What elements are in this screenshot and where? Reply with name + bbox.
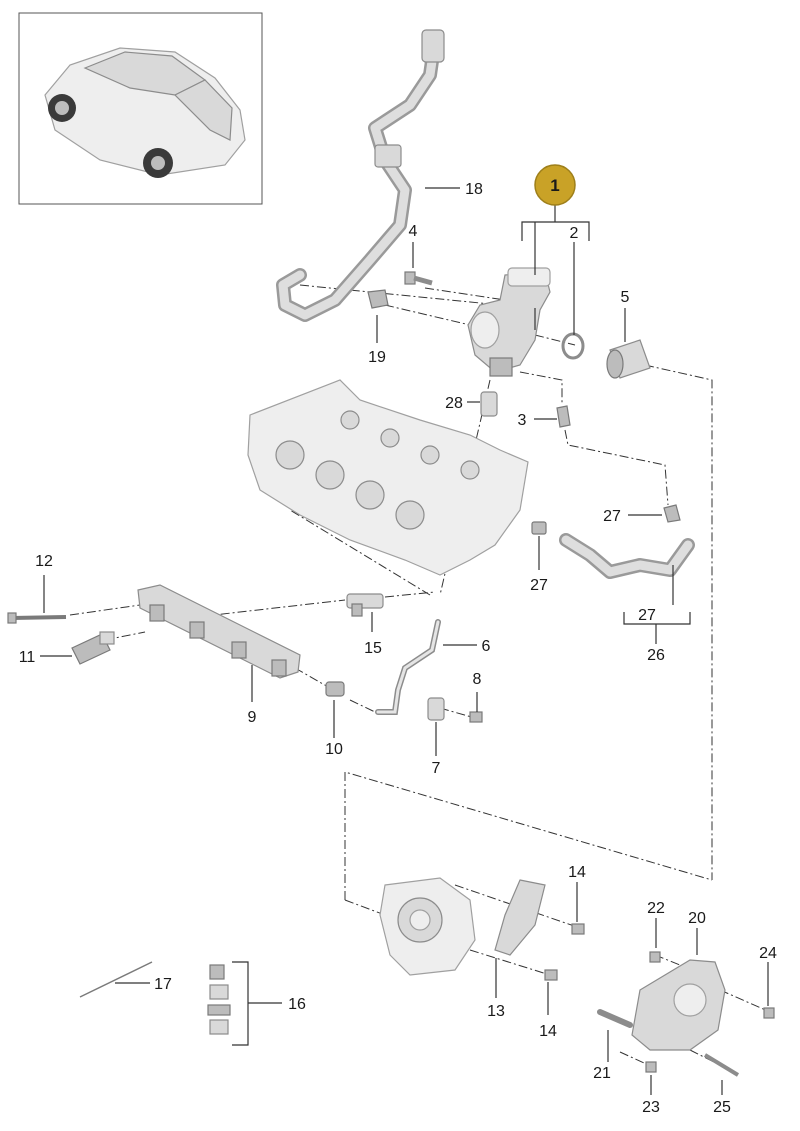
pump-housing xyxy=(379,877,476,976)
cover-20[interactable] xyxy=(631,959,726,1051)
callout-14a: 14 xyxy=(568,864,586,881)
callout-10: 10 xyxy=(325,741,343,758)
leader-lines xyxy=(40,187,769,1095)
pin-21[interactable] xyxy=(597,1009,633,1028)
bracket-7[interactable] xyxy=(427,697,445,721)
pressure-sensor-11[interactable] xyxy=(71,631,115,665)
callout-17: 17 xyxy=(154,976,172,993)
callout-12: 12 xyxy=(35,553,53,570)
sleeve-22[interactable] xyxy=(649,951,661,963)
callout-18: 18 xyxy=(465,181,483,198)
callout-4: 4 xyxy=(409,223,418,240)
sensor-3[interactable] xyxy=(556,405,571,428)
clip-19[interactable] xyxy=(367,289,389,309)
callout-27c: 27 xyxy=(638,607,656,624)
callout-19: 19 xyxy=(368,349,386,366)
callout-15: 15 xyxy=(364,640,382,657)
wire-17[interactable] xyxy=(79,961,153,998)
callout-23: 23 xyxy=(642,1099,660,1116)
connector-10[interactable] xyxy=(325,681,345,697)
bolt-14-top[interactable] xyxy=(571,923,585,935)
high-pressure-pump-1[interactable] xyxy=(467,267,551,377)
parts-set-16[interactable] xyxy=(207,961,249,1046)
callout-8: 8 xyxy=(473,671,482,688)
bolt-23[interactable] xyxy=(645,1061,657,1073)
tappet-5[interactable] xyxy=(606,339,651,379)
fitting-27-right[interactable] xyxy=(663,504,681,523)
bolt-8[interactable] xyxy=(469,711,483,723)
callout-20: 20 xyxy=(688,910,706,927)
callout-21: 21 xyxy=(593,1065,611,1082)
callout-22: 22 xyxy=(647,900,665,917)
bolt-25[interactable] xyxy=(703,1053,740,1077)
callout-11: 11 xyxy=(19,649,36,666)
callout-14b: 14 xyxy=(539,1023,557,1040)
callout-27b: 27 xyxy=(530,577,548,594)
callout-24: 24 xyxy=(759,945,777,962)
fitting-28[interactable] xyxy=(480,391,498,417)
badge-number: 1 xyxy=(550,176,559,195)
callout-25: 25 xyxy=(713,1099,731,1116)
callout-3: 3 xyxy=(518,412,527,429)
callout-28: 28 xyxy=(445,395,463,412)
fitting-27-left[interactable] xyxy=(531,521,547,535)
cylinder-head xyxy=(247,379,529,576)
callout-7: 7 xyxy=(432,760,441,777)
bolt-14-bottom[interactable] xyxy=(544,969,558,981)
vehicle-thumbnail xyxy=(18,12,263,205)
bolt-24[interactable] xyxy=(763,1007,775,1019)
callout-9: 9 xyxy=(248,709,257,726)
o-ring-2[interactable] xyxy=(561,332,585,360)
injector-15[interactable] xyxy=(346,593,384,617)
part-1-badge[interactable]: 1 xyxy=(534,164,576,206)
hose-27[interactable] xyxy=(559,533,695,579)
callout-5: 5 xyxy=(621,289,630,306)
bolt-12[interactable] xyxy=(7,612,67,624)
callout-2: 2 xyxy=(570,225,579,242)
bolt-4[interactable] xyxy=(404,271,433,286)
callout-27a: 27 xyxy=(603,508,621,525)
callout-6: 6 xyxy=(482,638,491,655)
fuel-rail-9[interactable] xyxy=(137,584,301,679)
callout-13: 13 xyxy=(487,1003,505,1020)
callout-16: 16 xyxy=(288,996,306,1013)
callout-26: 26 xyxy=(647,647,665,664)
fuel-hose-18[interactable] xyxy=(276,29,445,322)
fuel-line-6[interactable] xyxy=(375,619,441,715)
gasket-13[interactable] xyxy=(494,879,546,956)
callout-labels: 2 18 4 5 19 28 3 27 27 27 26 12 11 15 6 … xyxy=(19,181,777,1116)
